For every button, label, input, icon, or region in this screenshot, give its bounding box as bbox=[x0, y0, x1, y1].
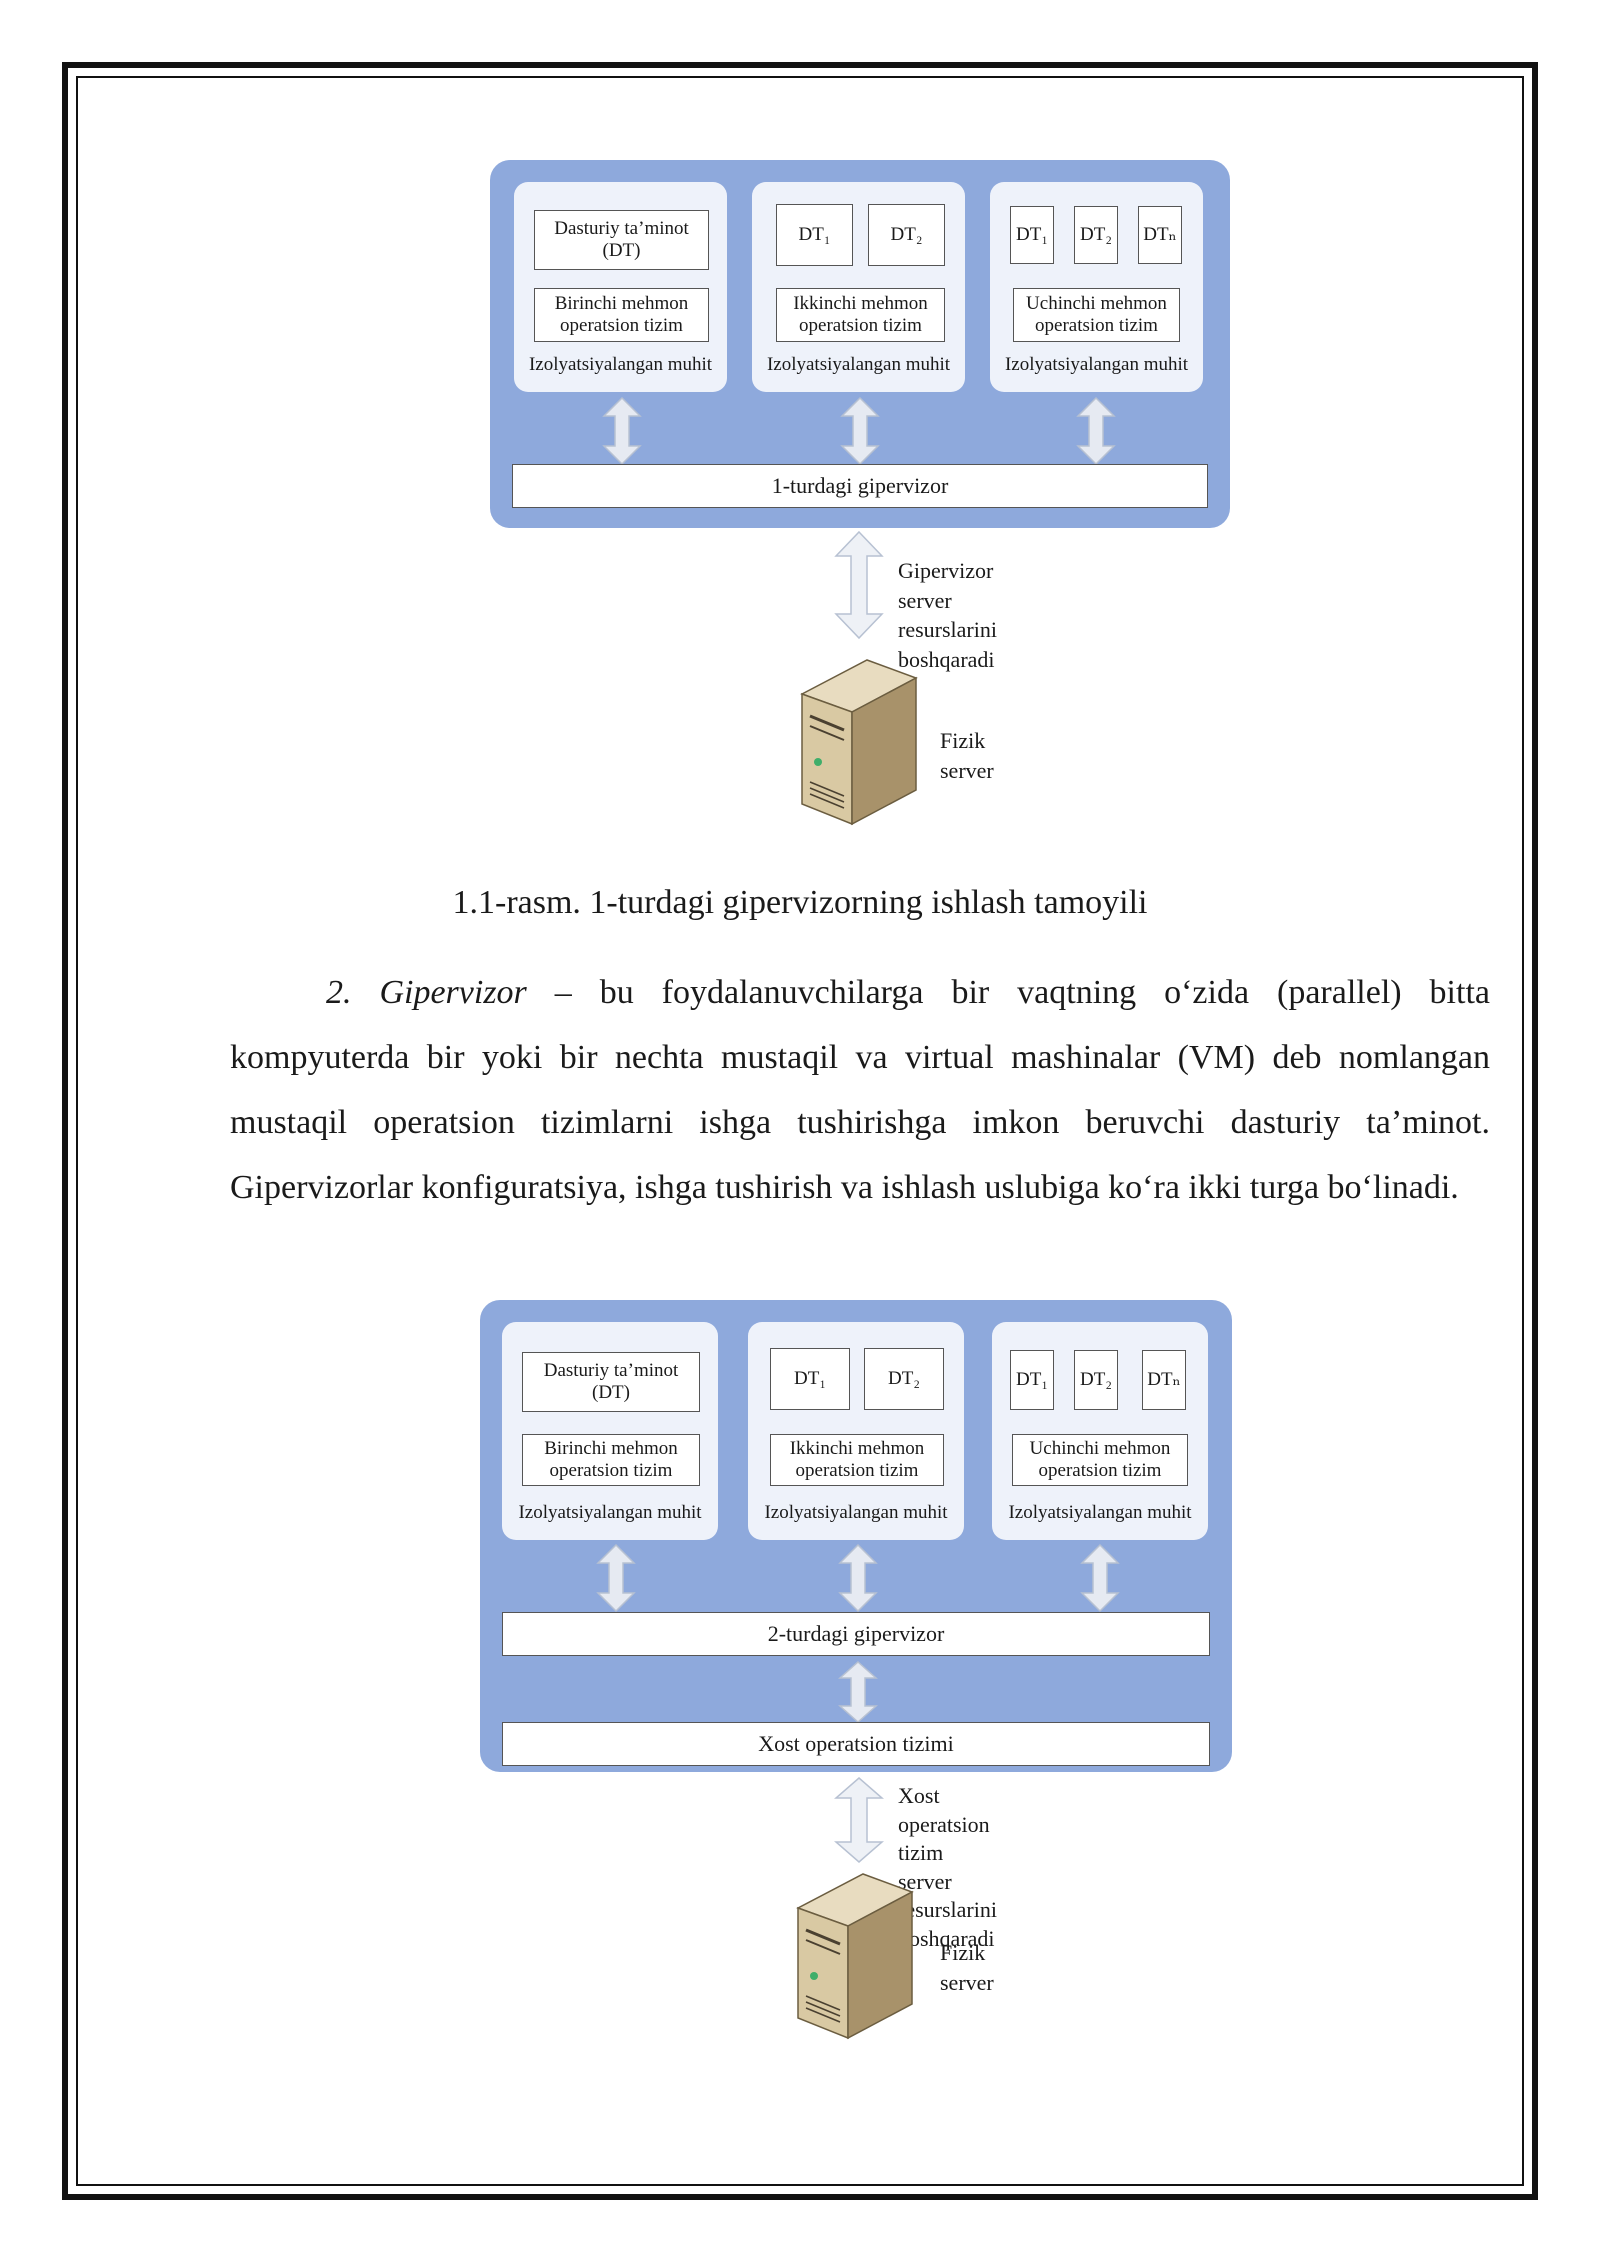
software-box: Dasturiy ta’minot (DT) bbox=[522, 1352, 700, 1412]
isolated-env-3: DT₁ DT₂ DTₙ Uchinchi mehmon operatsion t… bbox=[992, 1322, 1208, 1540]
isolated-env-2: DT₁ DT₂ Ikkinchi mehmon operatsion tizim… bbox=[748, 1322, 964, 1540]
env-label: Izolyatsiyalangan muhit bbox=[766, 354, 951, 375]
env-label: Izolyatsiyalangan muhit bbox=[528, 354, 713, 375]
term: 2. Gipervizor bbox=[326, 974, 527, 1011]
paragraph-text: – bu foydalanuvchilarga bir vaqtning o‘z… bbox=[230, 974, 1490, 1206]
arrow-note: Gipervizor server resurslarini boshqarad… bbox=[898, 558, 997, 673]
guest-os-box: Uchinchi mehmon operatsion tizim bbox=[1012, 1434, 1188, 1486]
dt2-box: DT₂ bbox=[864, 1348, 944, 1410]
double-arrow-icon bbox=[602, 396, 642, 466]
double-arrow-icon bbox=[838, 1660, 878, 1724]
dt2-box: DT₂ bbox=[1074, 206, 1118, 264]
isolated-env-1: Dasturiy ta’minot (DT) Birinchi mehmon o… bbox=[514, 182, 727, 392]
dt1-box: DT₁ bbox=[776, 204, 853, 266]
dtn-box: DTₙ bbox=[1142, 1350, 1186, 1410]
physical-server-icon bbox=[796, 1873, 914, 2040]
physical-server-icon bbox=[800, 659, 918, 826]
guest-os-box: Ikkinchi mehmon operatsion tizim bbox=[776, 288, 945, 342]
page-border-outer bbox=[62, 62, 1538, 2200]
server-label: Fizik server bbox=[940, 728, 994, 783]
isolated-env-2: DT₁ DT₂ Ikkinchi mehmon operatsion tizim… bbox=[752, 182, 965, 392]
dt1-box: DT₁ bbox=[1010, 1350, 1054, 1410]
hypervisor-type2-bar: 2-turdagi gipervizor bbox=[502, 1612, 1210, 1656]
double-arrow-icon bbox=[596, 1543, 636, 1613]
isolated-env-3: DT₁ DT₂ DTₙ Uchinchi mehmon operatsion t… bbox=[990, 182, 1203, 392]
dt1-box: DT₁ bbox=[770, 1348, 850, 1410]
arrow-note: Xost operatsion tizim server resurslarin… bbox=[898, 1783, 997, 1951]
server-label: Fizik server bbox=[940, 1940, 994, 1995]
env-label: Izolyatsiyalangan muhit bbox=[518, 1502, 702, 1523]
double-arrow-icon bbox=[840, 396, 880, 466]
host-os-bar: Xost operatsion tizimi bbox=[502, 1722, 1210, 1766]
page-border-inner bbox=[76, 76, 1524, 2186]
body-paragraph: 2. Gipervizor – bu foydalanuvchilarga bi… bbox=[230, 960, 1490, 1220]
dt1-box: DT₁ bbox=[1010, 206, 1054, 264]
double-arrow-icon bbox=[838, 1543, 878, 1613]
hypervisor-type1-bar: 1-turdagi gipervizor bbox=[512, 464, 1208, 508]
dt2-box: DT₂ bbox=[1074, 1350, 1118, 1410]
guest-os-box: Birinchi mehmon operatsion tizim bbox=[534, 288, 709, 342]
dt2-box: DT₂ bbox=[868, 204, 945, 266]
guest-os-box: Birinchi mehmon operatsion tizim bbox=[522, 1434, 700, 1486]
double-arrow-icon bbox=[834, 530, 884, 640]
env-label: Izolyatsiyalangan muhit bbox=[1004, 354, 1189, 375]
double-arrow-icon bbox=[1080, 1543, 1120, 1613]
guest-os-box: Uchinchi mehmon operatsion tizim bbox=[1013, 288, 1180, 342]
software-box: Dasturiy ta’minot (DT) bbox=[534, 210, 709, 270]
double-arrow-icon bbox=[834, 1777, 884, 1863]
env-label: Izolyatsiyalangan muhit bbox=[764, 1502, 948, 1523]
isolated-env-1: Dasturiy ta’minot (DT) Birinchi mehmon o… bbox=[502, 1322, 718, 1540]
figure-1-caption: 1.1-rasm. 1-turdagi gipervizorning ishla… bbox=[452, 884, 1148, 921]
dtn-box: DTₙ bbox=[1138, 206, 1182, 264]
guest-os-box: Ikkinchi mehmon operatsion tizim bbox=[770, 1434, 944, 1486]
env-label: Izolyatsiyalangan muhit bbox=[1008, 1502, 1192, 1523]
double-arrow-icon bbox=[1076, 396, 1116, 466]
